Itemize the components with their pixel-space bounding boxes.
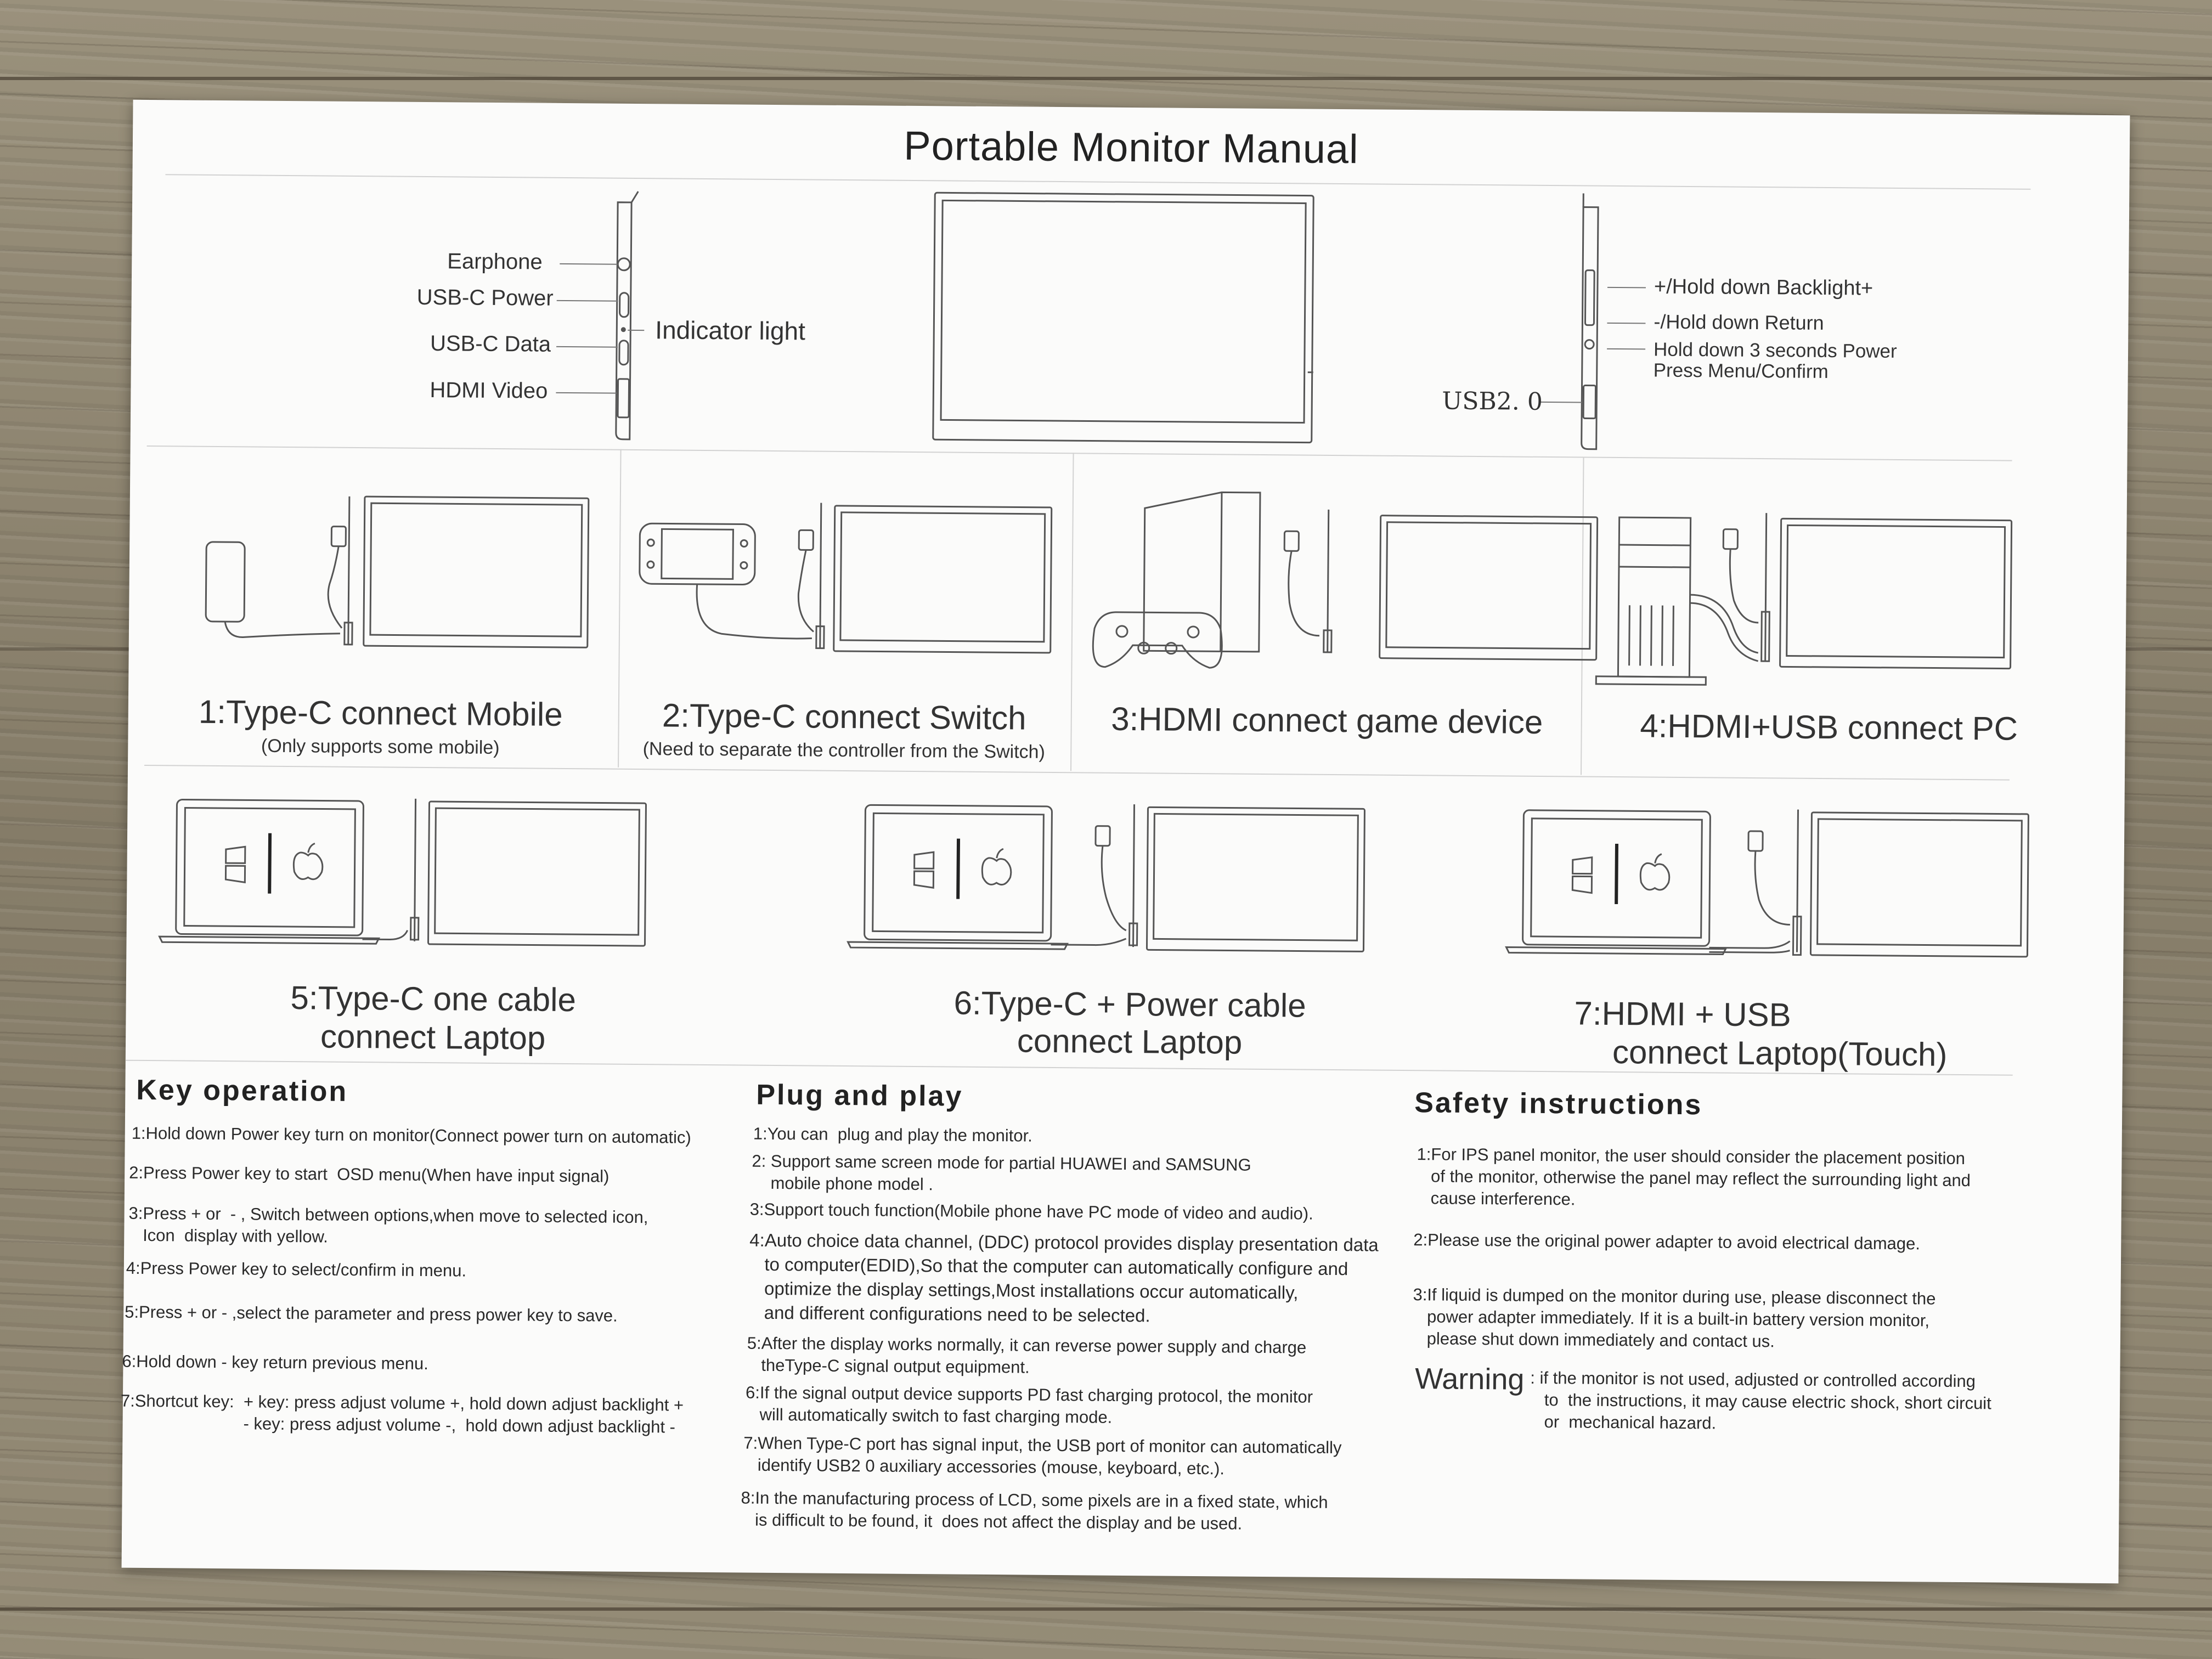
button-label-power-menu: Press Menu/Confirm (1653, 359, 1829, 383)
leader-line (556, 392, 617, 394)
right-side-profile (1562, 193, 1620, 457)
diagram-mobile-connection (183, 495, 618, 680)
list-item: 1:For IPS panel monitor, the user should… (1416, 1144, 1971, 1209)
leader-line (556, 346, 618, 348)
list-item: 3:Press + or - , Switch between options,… (128, 1203, 648, 1246)
list-item: 5:After the display works normally, it c… (747, 1333, 1307, 1377)
wood-plank-seam (0, 77, 2212, 80)
usb-port-label: USB2. 0 (1442, 387, 1543, 416)
diagram-game-console-connection (1083, 486, 1578, 687)
list-item: 1:Hold down Power key turn on monitor(Co… (131, 1123, 691, 1147)
connection-title-mobile: 1:Type-C connect Mobile (198, 693, 563, 733)
list-item: 3:Support touch function(Mobile phone ha… (749, 1199, 1313, 1223)
button-label-minus: -/Hold down Return (1654, 310, 1824, 334)
leader-line (556, 300, 618, 302)
divider (146, 445, 2012, 461)
wood-plank-seam (0, 1607, 2212, 1611)
diagram-laptop-hdmi-usb (1506, 804, 2056, 995)
port-label-hdmi-video: HDMI Video (430, 378, 548, 403)
list-item: 7:Shortcut key: + key: press adjust volu… (120, 1391, 684, 1437)
section-heading-plug-and-play: Plug and play (756, 1079, 963, 1113)
diagram-pc-connection (1590, 490, 2069, 691)
list-item: 6:If the signal output device supports P… (745, 1383, 1313, 1427)
leader-line (1541, 401, 1582, 403)
list-item: 2:Please use the original power adapter … (1413, 1230, 1921, 1254)
port-label-earphone: Earphone (447, 249, 543, 274)
connection-title-switch: 2:Type-C connect Switch (662, 697, 1026, 737)
button-label-plus: +/Hold down Backlight+ (1654, 275, 1874, 300)
button-label-power: Hold down 3 seconds Power (1653, 338, 1897, 363)
left-side-profile (597, 191, 654, 444)
connection-note-mobile: (Only supports some mobile) (261, 735, 500, 759)
list-item: 6:Hold down - key return previous menu. (122, 1351, 428, 1374)
manual-sheet: Portable Monitor Manual Earphone USB-C P… (121, 99, 2130, 1584)
safety-list: 1:For IPS panel monitor, the user should… (133, 100, 2130, 1432)
indicator-light-label: Indicator light (655, 315, 806, 346)
diagram-switch-connection (633, 499, 1068, 683)
monitor-front-view (929, 188, 1326, 449)
warning-label: Warning (1415, 1362, 1525, 1396)
laptop-connection-subtitle-typec: connect Laptop (320, 1018, 546, 1057)
list-item: 2: Support same screen mode for partial … (751, 1151, 1251, 1194)
key-operation-list: 1:Hold down Power key turn on monitor(Co… (121, 100, 2130, 1437)
section-heading-safety: Safety instructions (1414, 1087, 1703, 1121)
list-item: 4:Auto choice data channel, (DDC) protoc… (749, 1229, 1379, 1326)
divider (165, 174, 2031, 190)
list-item: 3:If liquid is dumped on the monitor dur… (1412, 1285, 1936, 1351)
list-item: 8:In the manufacturing process of LCD, s… (741, 1488, 1328, 1533)
list-item: 5:Press + or - ,select the parameter and… (125, 1302, 618, 1325)
warning-text: : if the monitor is not used, adjusted o… (1530, 1368, 1991, 1433)
laptop-connection-subtitle-hdmi-usb: connect Laptop(Touch) (1612, 1033, 1948, 1073)
leader-line (560, 263, 618, 265)
laptop-connection-subtitle-typec-power: connect Laptop (1017, 1022, 1243, 1061)
page-title: Portable Monitor Manual (904, 122, 1359, 172)
list-item: 1:You can plug and play the monitor. (753, 1124, 1032, 1146)
port-label-usbc-data: USB-C Data (430, 331, 551, 357)
plug-and-play-list: 1:You can plug and play the monitor. 2: … (133, 100, 2130, 1533)
section-heading-key-operation: Key operation (136, 1074, 348, 1108)
port-label-usbc-power: USB-C Power (416, 285, 554, 311)
list-item: 2:Press Power key to start OSD menu(When… (129, 1163, 610, 1186)
diagram-laptop-typec (159, 794, 709, 985)
connection-title-game-device: 3:HDMI connect game device (1110, 700, 1543, 741)
laptop-connection-title-typec-power: 6:Type-C + Power cable (953, 984, 1306, 1024)
laptop-connection-title-typec: 5:Type-C one cable (290, 979, 577, 1019)
diagram-laptop-typec-power (848, 799, 1398, 990)
list-item: 4:Press Power key to select/confirm in m… (126, 1258, 467, 1280)
connection-note-switch: (Need to separate the controller from th… (642, 738, 1046, 763)
connection-title-pc: 4:HDMI+USB connect PC (1640, 707, 2018, 747)
laptop-connection-title-hdmi-usb: 7:HDMI + USB (1574, 995, 1791, 1034)
list-item: 7:When Type-C port has signal input, the… (743, 1433, 1342, 1479)
leader-line (628, 329, 645, 331)
divider (144, 764, 2010, 781)
